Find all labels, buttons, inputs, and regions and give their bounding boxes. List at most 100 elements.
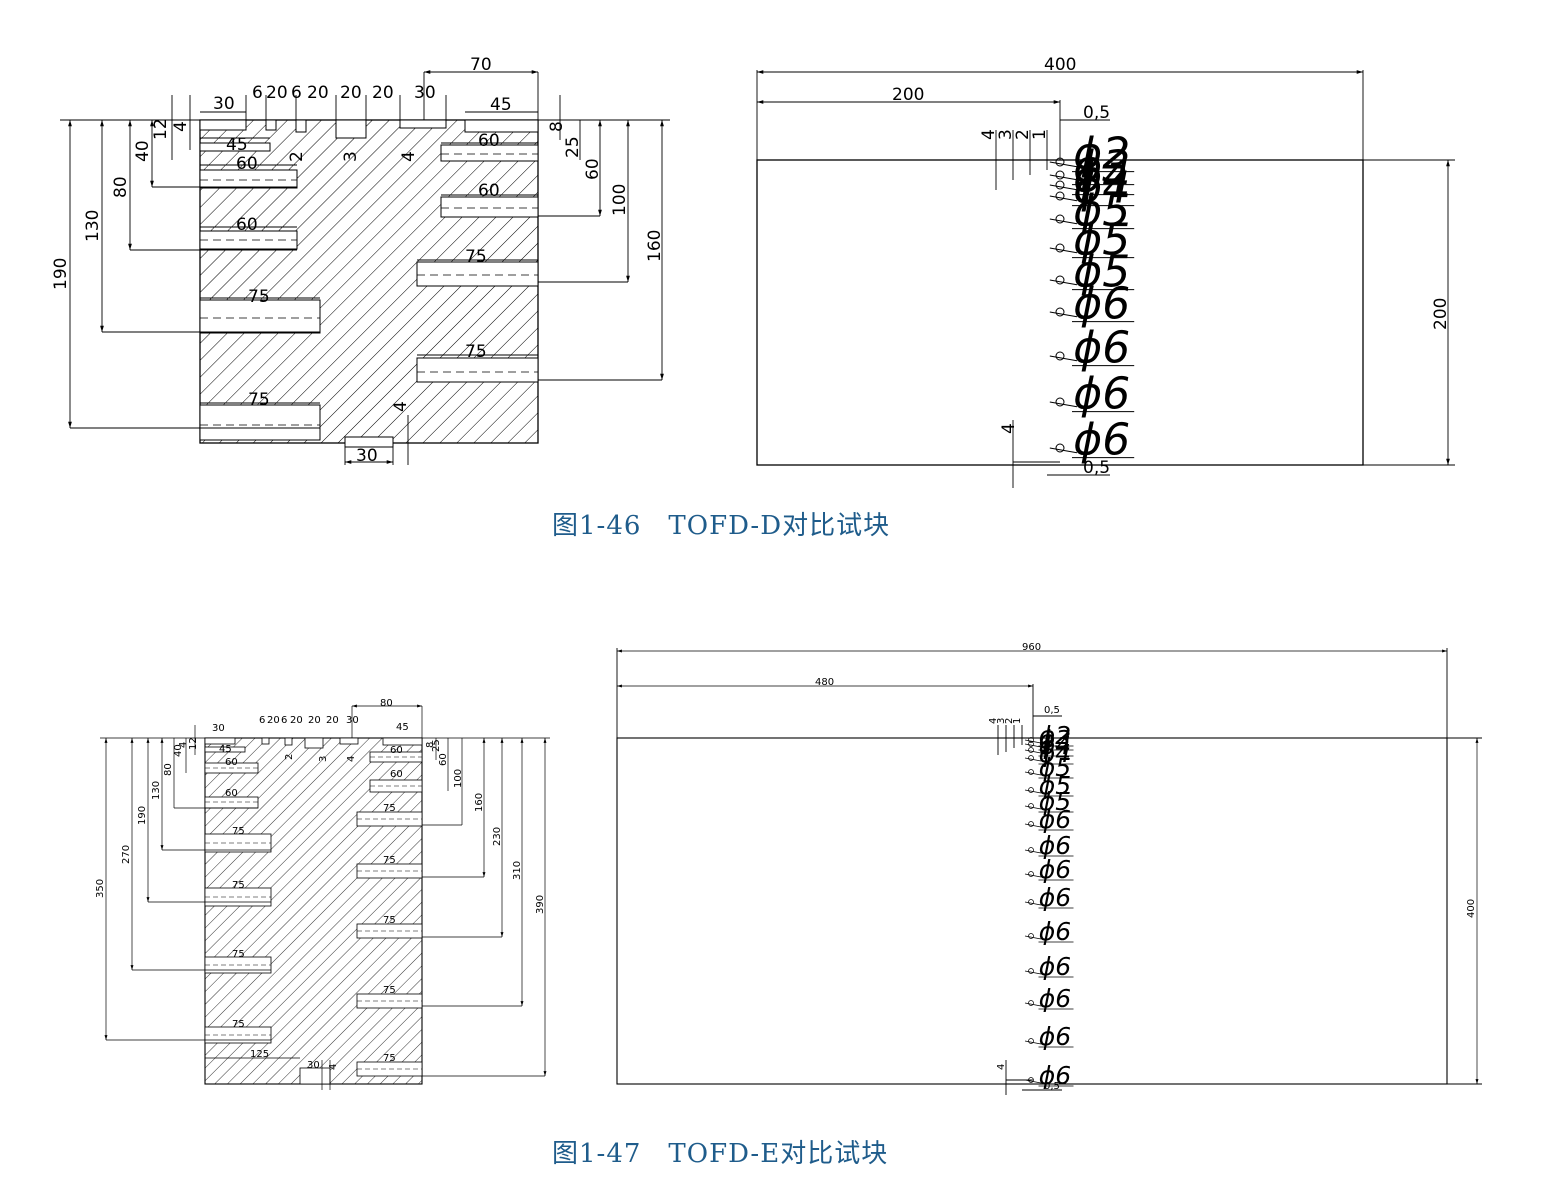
dim-label: 2 [284,754,295,760]
dim-label: 4 [346,756,357,762]
hole-label: ϕ6 [1039,984,1071,1013]
hole-marker: ϕ5 [1049,214,1135,265]
dim-label: 2 [1004,718,1015,724]
dim-label: 270 [121,845,132,864]
dim-label: 12 [151,118,171,140]
dim-label: 4 [996,1064,1007,1070]
dim-label: 4 [328,1064,339,1070]
hole-label: ϕ6 [1039,831,1071,860]
hole-marker: ϕ6 [1049,368,1135,419]
fig46-right-labels: 400 200 0,5 0,5 200 4 3 2 1 4 [892,55,1451,478]
dim-label: 0,5 [1083,458,1110,478]
dim-label: 45 [219,744,232,755]
hole-marker: ϕ4 [1049,162,1135,213]
hole-marker: ϕ5 [1049,185,1135,236]
dim-label: 75 [383,915,396,926]
hole-marker: ϕ4 [1024,731,1074,760]
hole-marker: ϕ2 [1024,721,1074,750]
hole-label: ϕ6 [1039,917,1071,946]
dim-label: 20 [266,83,288,103]
dim-label: 30 [346,715,359,726]
hole-label: ϕ6 [1039,1061,1071,1090]
figure-caption-1-46: 图1-46 TOFD-D对比试块 [552,511,891,541]
fig47-left-dims [100,704,550,1090]
hole-label: ϕ3 [1073,141,1130,192]
dim-label: 75 [383,1053,396,1064]
dim-label: 400 [1044,55,1076,75]
hole-label: ϕ5 [1039,787,1071,816]
hole-marker: ϕ6 [1049,322,1135,373]
hole-marker: ϕ6 [1024,831,1074,860]
dim-label: 20 [308,715,321,726]
dim-label: 70 [470,55,492,75]
dim-label: 190 [137,806,148,825]
dim-label: 6 [259,715,265,726]
dim-label: 160 [645,230,665,262]
dim-label: 45 [396,722,409,733]
dim-label: 75 [465,342,487,362]
hole-label: ϕ6 [1039,805,1071,834]
hole-label: ϕ6 [1039,952,1071,981]
dim-label: 4 [988,718,999,724]
hole-marker: ϕ6 [1024,984,1074,1013]
dim-label: 25 [431,739,442,752]
dim-label: 30 [307,1060,320,1071]
dim-label: 190 [51,258,71,290]
dim-label: 100 [453,769,464,788]
dim-label: 2 [1013,129,1033,140]
dim-label: 30 [356,446,378,466]
dim-label: 6 [252,83,263,103]
dim-label: 400 [1466,899,1477,918]
fig46-left-block [199,119,539,448]
dim-label: 6 [281,715,287,726]
dim-label: 3 [318,756,329,762]
dim-label: 40 [173,744,184,757]
dim-label: 20 [326,715,339,726]
hole-label: ϕ6 [1073,278,1130,329]
dim-label: 960 [1022,642,1041,653]
dim-label: 60 [236,215,258,235]
dim-label: 60 [390,745,403,756]
hole-marker: ϕ2 [1049,128,1135,179]
dim-label: 100 [610,184,630,216]
hole-marker: ϕ5 [1024,787,1074,816]
hole-marker: ϕ6 [1024,1022,1074,1051]
hole-marker: ϕ6 [1049,278,1135,329]
dim-label: 75 [248,287,270,307]
hole-label: ϕ4 [1039,731,1071,760]
dim-label: 20 [267,715,280,726]
dim-label: 60 [225,757,238,768]
dim-label: 4 [171,121,191,132]
figure-caption-1-47: 图1-47 TOFD-E对比试块 [552,1139,889,1169]
fig47-left-labels: 30 6 20 6 20 20 20 30 80 45 45 60 60 60 … [95,698,546,1071]
dim-label: 25 [563,136,583,158]
dim-label: 75 [383,985,396,996]
dim-label: 40 [133,140,153,162]
dim-label: 45 [226,135,248,155]
hole-marker: ϕ6 [1024,1061,1074,1090]
dim-label: 20 [290,715,303,726]
dim-label: 75 [232,880,245,891]
dim-label: 3 [341,151,361,162]
dim-label: 60 [478,181,500,201]
dim-label: 75 [465,247,487,267]
dim-label: 4 [178,742,189,748]
hole-marker: ϕ5 [1049,246,1135,297]
dim-label: 30 [212,723,225,734]
dim-label: 20 [307,83,329,103]
dim-label: 60 [438,753,449,766]
dim-label: 20 [340,83,362,103]
dim-label: 3 [996,718,1007,724]
dim-label: 60 [225,788,238,799]
fig47-right-labels: 960 480 0,5 0,5 400 4 3 2 1 4 [815,642,1477,1092]
hole-marker: ϕ6 [1024,952,1074,981]
dim-label: 130 [83,210,103,242]
hole-label: ϕ6 [1039,1022,1071,1051]
dim-label: 4 [391,401,411,412]
hole-marker: ϕ6 [1024,917,1074,946]
hole-label: ϕ3 [1039,725,1071,754]
dim-label: 60 [478,131,500,151]
dim-label: 160 [474,793,485,812]
dim-label: 75 [383,855,396,866]
hole-label: ϕ6 [1039,883,1071,912]
